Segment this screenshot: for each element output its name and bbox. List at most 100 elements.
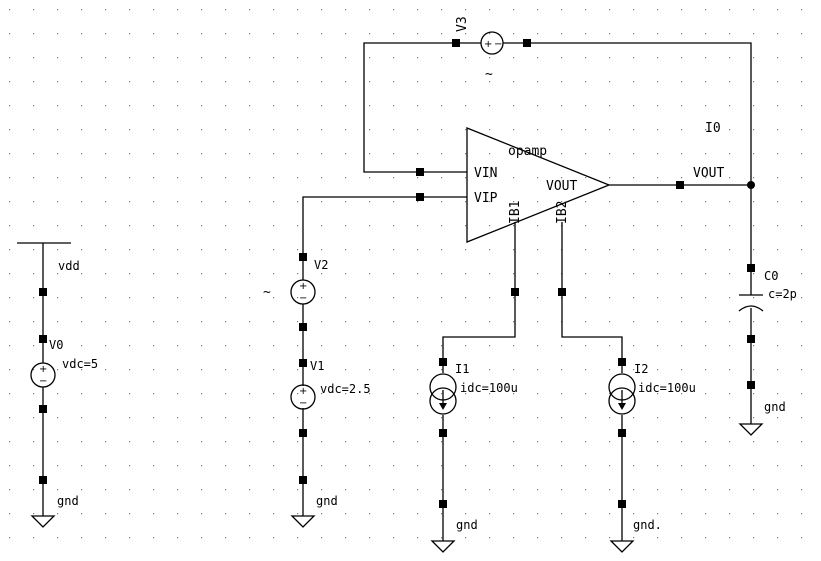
pin-v0-top[interactable] bbox=[39, 335, 47, 343]
grid-dot bbox=[129, 129, 131, 131]
pin-ib2[interactable] bbox=[558, 288, 566, 296]
grid-dot bbox=[177, 105, 179, 107]
grid-dot bbox=[225, 57, 227, 59]
gnd-i1[interactable]: gnd bbox=[430, 518, 478, 553]
gnd-c0[interactable]: gnd bbox=[738, 400, 786, 436]
grid-dot bbox=[465, 393, 467, 395]
grid-dot bbox=[681, 321, 683, 323]
grid-dot bbox=[657, 369, 659, 371]
grid-dot bbox=[369, 81, 371, 83]
source-v0[interactable]: + − V0 vdc=5 bbox=[30, 338, 98, 388]
wire-ib1-i1[interactable] bbox=[442, 232, 516, 373]
grid-dot bbox=[777, 489, 779, 491]
grid-dot bbox=[177, 129, 179, 131]
grid-dot bbox=[81, 513, 83, 515]
pin-ib1[interactable] bbox=[511, 288, 519, 296]
opamp-symbol[interactable]: opamp VIN VIP VOUT IB1 IB2 bbox=[466, 127, 611, 243]
grid-dot bbox=[633, 129, 635, 131]
pin-v2-bottom[interactable] bbox=[299, 323, 307, 331]
pin-gnd-i2[interactable] bbox=[618, 500, 626, 508]
source-v2-circle[interactable] bbox=[290, 279, 316, 305]
grid-dot bbox=[297, 57, 299, 59]
pin-i2-bottom[interactable] bbox=[618, 429, 626, 437]
pin-v3-right[interactable] bbox=[523, 39, 531, 47]
gnd-v0[interactable]: gnd bbox=[30, 494, 79, 528]
pin-v1-bottom[interactable] bbox=[299, 429, 307, 437]
grid-dot bbox=[321, 33, 323, 35]
grid-dot bbox=[297, 129, 299, 131]
pin-vip[interactable] bbox=[416, 193, 424, 201]
grid-dot bbox=[81, 489, 83, 491]
pin-vout[interactable] bbox=[676, 181, 684, 189]
i2-circle-bottom[interactable] bbox=[608, 387, 636, 415]
pin-c0-bottom[interactable] bbox=[747, 335, 755, 343]
grid-dot bbox=[609, 321, 611, 323]
wire-feedback-right[interactable] bbox=[527, 42, 752, 185]
grid-dot bbox=[657, 273, 659, 275]
grid-dot bbox=[465, 417, 467, 419]
grid-dot bbox=[369, 129, 371, 131]
pin-vdd[interactable] bbox=[39, 288, 47, 296]
grid-dot bbox=[81, 417, 83, 419]
grid-dot bbox=[465, 33, 467, 35]
source-v0-circle[interactable] bbox=[30, 362, 56, 388]
wire-vip-to-v2[interactable] bbox=[302, 196, 420, 257]
source-v3-circle[interactable] bbox=[480, 31, 504, 55]
grid-dot bbox=[729, 417, 731, 419]
grid-dot bbox=[489, 153, 491, 155]
grid-dot bbox=[441, 537, 443, 539]
current-source-i2[interactable]: I2 idc=100u bbox=[608, 362, 696, 415]
grid-dot bbox=[585, 81, 587, 83]
grid-dot bbox=[177, 153, 179, 155]
grid-dot bbox=[417, 129, 419, 131]
opamp-triangle[interactable] bbox=[466, 127, 611, 243]
grid-dot bbox=[105, 9, 107, 11]
pin-gnd-v1[interactable] bbox=[299, 476, 307, 484]
grid-dot bbox=[321, 345, 323, 347]
pin-v2-top[interactable] bbox=[299, 253, 307, 261]
grid-dot bbox=[177, 513, 179, 515]
grid-dot bbox=[345, 393, 347, 395]
grid-dot bbox=[537, 369, 539, 371]
pin-i1-bottom[interactable] bbox=[439, 429, 447, 437]
pin-gnd-c0[interactable] bbox=[747, 381, 755, 389]
grid-dot bbox=[105, 249, 107, 251]
gnd-i2[interactable]: gnd. bbox=[609, 518, 662, 553]
pin-i1-top[interactable] bbox=[439, 358, 447, 366]
pin-c0-top[interactable] bbox=[747, 264, 755, 272]
grid-dot bbox=[585, 105, 587, 107]
grid-dot bbox=[729, 465, 731, 467]
pin-v0-bottom[interactable] bbox=[39, 405, 47, 413]
wire-feedback-left[interactable] bbox=[363, 42, 456, 173]
grid-dot bbox=[345, 513, 347, 515]
grid-dot bbox=[369, 33, 371, 35]
grid-dot bbox=[681, 273, 683, 275]
c0-label: C0 bbox=[764, 269, 778, 283]
pin-gnd-v0[interactable] bbox=[39, 476, 47, 484]
source-v3[interactable]: + − ~ V3 bbox=[455, 16, 504, 82]
grid-dot bbox=[633, 465, 635, 467]
pin-gnd-i1[interactable] bbox=[439, 500, 447, 508]
capacitor-c0[interactable]: C0 c=2p bbox=[738, 269, 797, 312]
grid-dot bbox=[465, 489, 467, 491]
grid-dot bbox=[273, 513, 275, 515]
pin-v3-left[interactable] bbox=[452, 39, 460, 47]
grid-dot bbox=[705, 417, 707, 419]
vdd-supply[interactable]: vdd bbox=[17, 242, 80, 273]
current-source-i1[interactable]: I1 idc=100u bbox=[429, 362, 518, 415]
grid-dot bbox=[633, 537, 635, 539]
grid-dot bbox=[273, 33, 275, 35]
pin-vin[interactable] bbox=[416, 168, 424, 176]
grid-dot bbox=[681, 153, 683, 155]
pin-i2-top[interactable] bbox=[618, 358, 626, 366]
grid-dot bbox=[177, 9, 179, 11]
grid-dot bbox=[105, 489, 107, 491]
source-v1[interactable]: + − V1 vdc=2.5 bbox=[290, 359, 371, 410]
source-v1-circle[interactable] bbox=[290, 384, 316, 410]
source-v2[interactable]: + − ~ V2 bbox=[263, 258, 328, 305]
wire-ib2-i2[interactable] bbox=[561, 222, 623, 373]
pin-v1-top[interactable] bbox=[299, 359, 307, 367]
i1-circle-bottom[interactable] bbox=[429, 387, 457, 415]
gnd-v1[interactable]: gnd bbox=[290, 494, 338, 528]
v1-param: vdc=2.5 bbox=[320, 382, 371, 396]
